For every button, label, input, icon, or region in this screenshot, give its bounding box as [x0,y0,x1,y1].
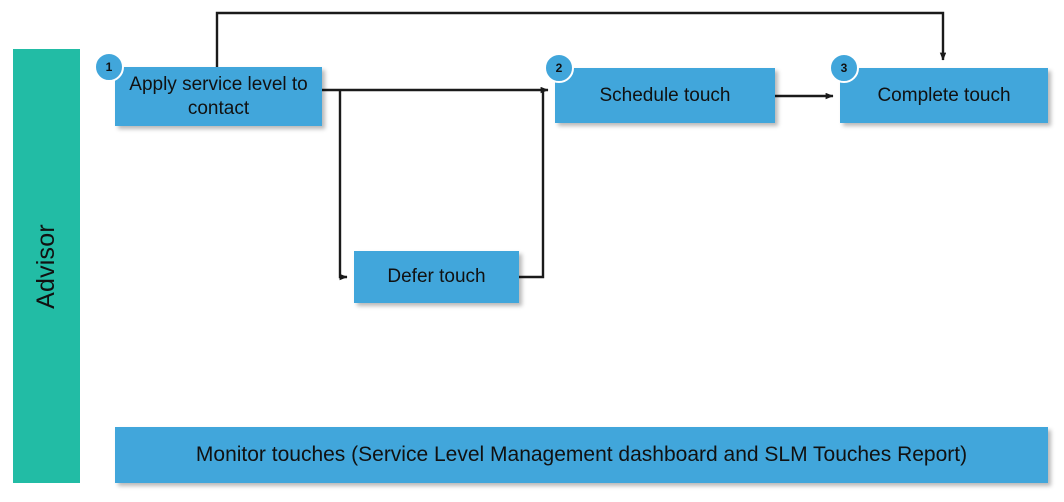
node-monitor-touches[interactable]: Monitor touches (Service Level Managemen… [115,427,1048,483]
node-complete-touch[interactable]: Complete touch [840,68,1048,123]
step-badge-2: 2 [544,53,574,83]
step-badge-3: 3 [829,53,859,83]
step-badge-1: 1 [94,52,124,82]
swimlane-label-advisor: Advisor [32,223,61,309]
swimlane-advisor: Advisor [13,49,80,483]
connector-apply-to-defer [338,90,348,281]
node-schedule-touch[interactable]: Schedule touch [555,68,775,123]
node-apply-service-level[interactable]: Apply service level to contact [115,67,322,126]
connector-defer-to-schedule [519,90,545,279]
node-defer-touch[interactable]: Defer touch [354,251,519,303]
